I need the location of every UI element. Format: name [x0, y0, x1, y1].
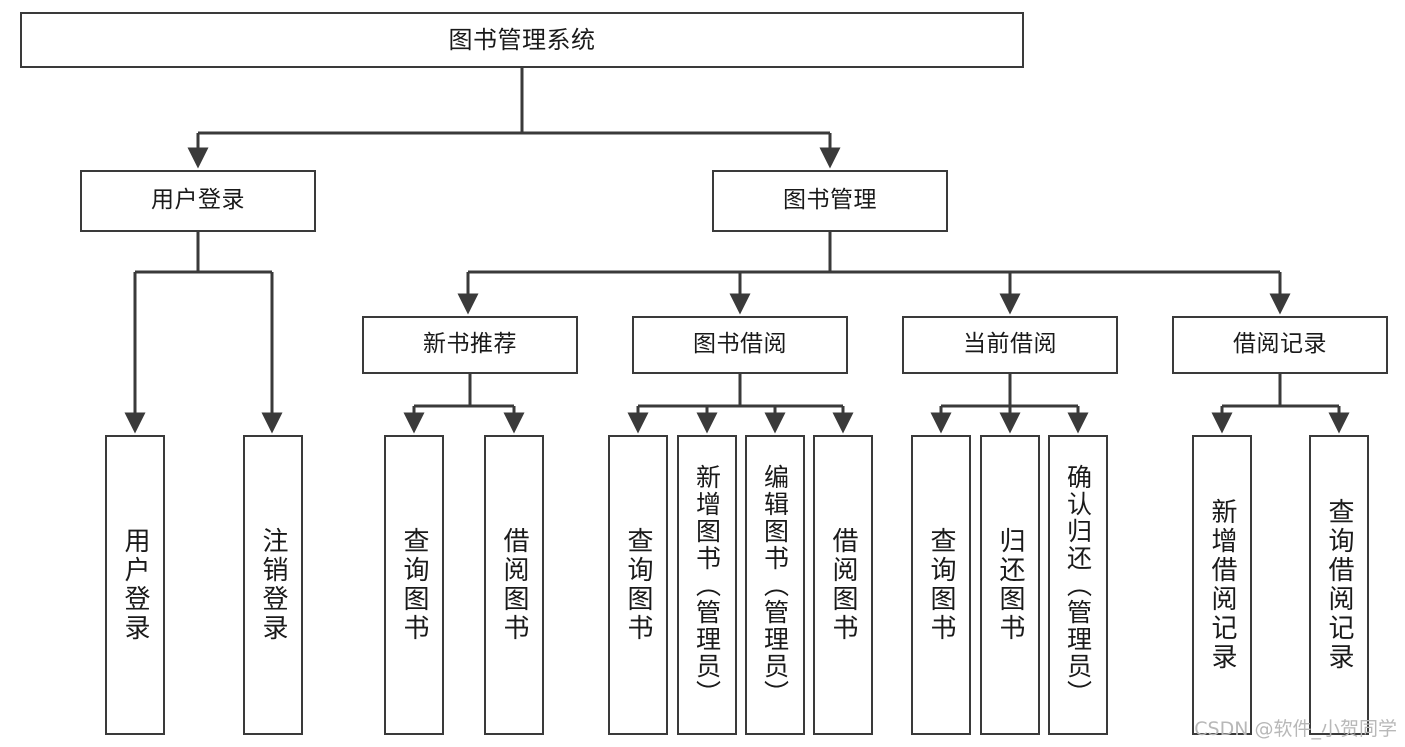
node-leaf-query-book-3-label: 查询图书: [926, 527, 956, 643]
node-book-borrow[interactable]: 图书借阅: [632, 316, 848, 374]
node-leaf-user-login[interactable]: 用户登录: [105, 435, 165, 735]
node-root-label: 图书管理系统: [448, 25, 596, 54]
node-leaf-query-record[interactable]: 查询借阅记录: [1309, 435, 1369, 735]
node-leaf-add-book-label: 新增图书（管理员）: [692, 463, 722, 707]
node-leaf-add-record-label: 新增借阅记录: [1207, 498, 1237, 672]
node-book-manage[interactable]: 图书管理: [712, 170, 948, 232]
node-leaf-return-book-label: 归还图书: [995, 527, 1025, 643]
node-leaf-add-book[interactable]: 新增图书（管理员）: [677, 435, 737, 735]
node-user-login-label: 用户登录: [151, 187, 245, 214]
node-leaf-user-login-label: 用户登录: [120, 527, 150, 643]
node-borrow-record[interactable]: 借阅记录: [1172, 316, 1388, 374]
node-root[interactable]: 图书管理系统: [20, 12, 1024, 68]
node-leaf-borrow-book-2[interactable]: 借阅图书: [813, 435, 873, 735]
node-leaf-edit-book-label: 编辑图书（管理员）: [760, 463, 790, 707]
node-leaf-borrow-book-2-label: 借阅图书: [828, 527, 858, 643]
node-current-borrow[interactable]: 当前借阅: [902, 316, 1118, 374]
node-leaf-edit-book[interactable]: 编辑图书（管理员）: [745, 435, 805, 735]
node-book-manage-label: 图书管理: [783, 187, 877, 214]
node-borrow-record-label: 借阅记录: [1233, 331, 1327, 358]
node-leaf-query-book-1[interactable]: 查询图书: [384, 435, 444, 735]
watermark: CSDN @软件_小贺同学: [1194, 718, 1397, 740]
node-leaf-add-record[interactable]: 新增借阅记录: [1192, 435, 1252, 735]
node-leaf-query-book-2[interactable]: 查询图书: [608, 435, 668, 735]
node-leaf-query-record-label: 查询借阅记录: [1324, 498, 1354, 672]
node-leaf-query-book-1-label: 查询图书: [399, 527, 429, 643]
node-book-borrow-label: 图书借阅: [693, 331, 787, 358]
node-leaf-query-book-3[interactable]: 查询图书: [911, 435, 971, 735]
node-leaf-return-book[interactable]: 归还图书: [980, 435, 1040, 735]
node-leaf-logout-login-label: 注销登录: [258, 527, 288, 643]
node-leaf-confirm-return-label: 确认归还（管理员）: [1063, 463, 1093, 707]
node-current-borrow-label: 当前借阅: [963, 331, 1057, 358]
node-leaf-borrow-book-1-label: 借阅图书: [499, 527, 529, 643]
node-leaf-logout-login[interactable]: 注销登录: [243, 435, 303, 735]
node-new-book-recommend-label: 新书推荐: [423, 331, 517, 358]
node-leaf-query-book-2-label: 查询图书: [623, 527, 653, 643]
node-leaf-confirm-return[interactable]: 确认归还（管理员）: [1048, 435, 1108, 735]
node-user-login[interactable]: 用户登录: [80, 170, 316, 232]
node-new-book-recommend[interactable]: 新书推荐: [362, 316, 578, 374]
node-leaf-borrow-book-1[interactable]: 借阅图书: [484, 435, 544, 735]
